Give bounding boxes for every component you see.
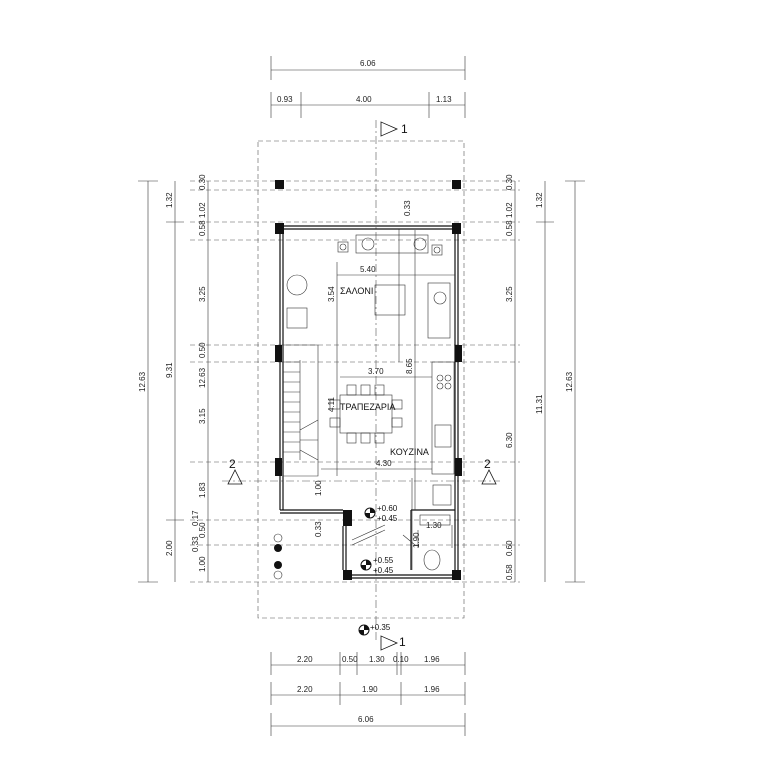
top-seg-3: 1.13 [436,95,452,104]
left-inner-058: 0.58 [198,220,207,236]
level-045-a: +0.45 [377,514,398,523]
left-inner-325: 3.25 [198,286,207,302]
bottom-r1-220: 2.20 [297,655,313,664]
bottom-r2-196: 1.96 [424,685,440,694]
dim-430: 4.30 [376,459,392,468]
dim-100: 1.00 [314,480,323,496]
left-inner-017: 0.17 [191,510,200,526]
dim-130-v: 1.30 [426,521,442,530]
dim-865: 8.65 [405,358,414,374]
level-055: +0.55 [373,556,394,565]
room-kitchen-label: ΚΟΥΖΙΝΑ [390,447,429,457]
dim-033-top: 0.33 [403,200,412,216]
section-right-label: 2 [484,457,491,471]
right-inner-030: 0.30 [505,174,514,190]
living-furniture [286,234,451,339]
left-seg-200: 2.00 [165,540,174,556]
top-overall-dim: 6.06 [360,59,376,68]
section-top-label: 1 [401,122,408,136]
left-outer-dim: 12.63 [138,371,147,392]
right-mid-dim: 11.31 [535,394,544,414]
staircase [283,344,319,477]
left-inner-050b: 0.50 [198,522,207,538]
dim-033-mid: 0.33 [314,521,323,537]
kitchen-counter [431,361,455,506]
section-left-label: 2 [229,457,236,471]
level-060: +0.60 [377,504,398,513]
level-markers: +0.60 +0.45 +0.55 +0.45 +0.35 [358,504,398,636]
interior-dimensions: 0.33 5.40 3.54 3.70 8.65 4.11 4.30 1.00 … [314,200,442,548]
right-dimensions: 12.63 1.32 11.31 0.30 1.02 0.58 3.25 6.3… [505,174,585,583]
dim-370: 3.70 [368,367,384,376]
left-inner-102: 1.02 [198,202,207,218]
left-inner-033: 0.33 [191,536,200,552]
bottom-dimensions: 2.20 0.50 1.30 0.10 1.96 2.20 1.90 1.96 … [270,652,466,736]
left-seg-132: 1.32 [165,192,174,208]
bottom-r2-190: 1.90 [362,685,378,694]
bottom-r1-050: 0.50 [342,655,358,664]
planters [273,533,283,580]
section-markers-side: 2 2 [227,457,497,485]
dim-354: 3.54 [327,286,336,302]
room-labels: ΣΑΛΟΝΙ ΤΡΑΠΕΖΑΡΙΑ ΚΟΥΖΙΝΑ [340,286,429,457]
bottom-r2-220: 2.20 [297,685,313,694]
dim-190-v: 1.90 [412,532,421,548]
left-inner-1263: 12.63 [198,367,207,388]
walls [279,225,459,579]
level-035: +0.35 [370,623,391,632]
left-inner-100: 1.00 [198,556,207,572]
level-045-b: +0.45 [373,566,394,575]
bottom-r1-196: 1.96 [424,655,440,664]
dim-411: 4.11 [327,396,336,412]
site-outline [222,120,500,640]
wc-fixtures [351,514,453,571]
right-inner-102: 1.02 [505,202,514,218]
bottom-r1-010: 0.10 [393,655,409,664]
right-inner-325: 3.25 [505,286,514,302]
top-seg-1: 0.93 [277,95,293,104]
left-inner-315: 3.15 [198,408,207,424]
right-inner-058b: 0.58 [505,564,514,580]
left-inner-030: 0.30 [198,174,207,190]
dining-table [329,384,403,444]
right-inner-058: 0.58 [505,220,514,236]
section-marker-bottom: 1 [380,635,406,651]
section-bottom-label: 1 [399,635,406,649]
interior-dimension-lines [321,229,455,570]
left-dimensions: 12.63 1.32 9.31 2.00 0.30 1.02 0.58 3.25… [138,174,209,583]
right-seg-132: 1.32 [535,192,544,208]
left-inner-050: 0.50 [198,342,207,358]
right-inner-630: 6.30 [505,432,514,448]
room-living-label: ΣΑΛΟΝΙ [340,286,373,296]
bottom-overall-dim: 6.06 [358,715,374,724]
right-inner-060: 0.60 [505,540,514,556]
top-dimensions: 6.06 0.93 4.00 1.13 [270,56,466,118]
room-dining-label: ΤΡΑΠΕΖΑΡΙΑ [340,402,395,412]
bottom-r1-130: 1.30 [369,655,385,664]
left-inner-183: 1.83 [198,482,207,498]
section-marker-top: 1 [380,121,408,137]
grid-lines [190,180,520,583]
left-mid-dim: 9.31 [165,362,174,378]
top-seg-2: 4.00 [356,95,372,104]
dim-540: 5.40 [360,265,376,274]
right-outer-dim: 12.63 [565,371,574,392]
